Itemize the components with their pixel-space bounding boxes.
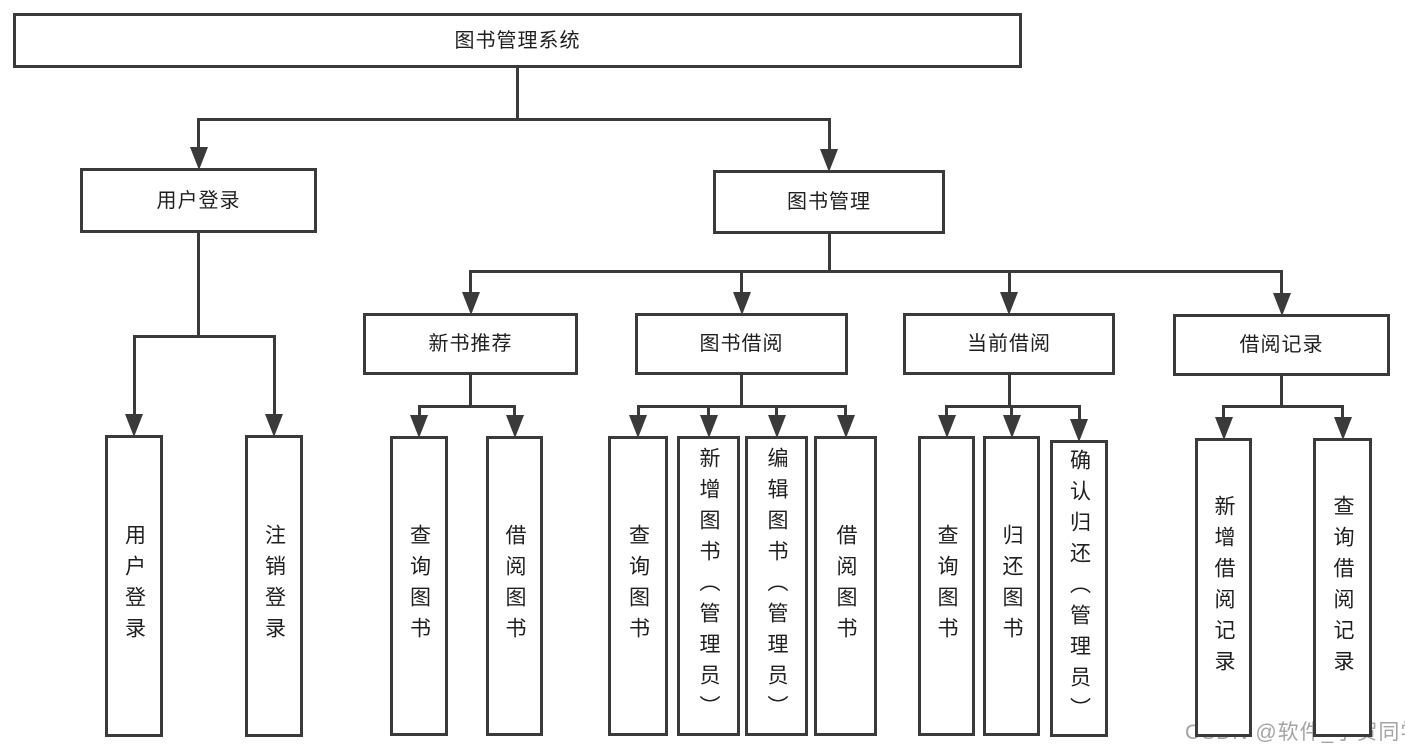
arrowhead-down-icon xyxy=(1070,419,1088,442)
connector-drop xyxy=(469,270,472,307)
node-label: 查询借阅记录 xyxy=(1331,494,1354,681)
arrowhead-down-icon xyxy=(937,415,956,438)
node-label: 新书推荐 xyxy=(428,333,513,355)
connector-drop xyxy=(1280,270,1283,308)
arrowhead-down-icon xyxy=(1000,292,1018,315)
node-label: 图书管理 xyxy=(787,191,871,213)
node-borrow_edit: 编辑图书（管理员） xyxy=(745,436,808,736)
node-label: 归还图书 xyxy=(1000,524,1023,648)
arrowhead-down-icon xyxy=(189,147,208,170)
connector-bus xyxy=(469,270,1283,273)
connector-bus xyxy=(636,405,847,408)
connector-bus xyxy=(1222,405,1344,408)
node-record_query: 查询借阅记录 xyxy=(1313,438,1372,737)
node-current_return: 归还图书 xyxy=(983,436,1040,736)
arrowhead-down-icon xyxy=(732,292,751,315)
connector-drop xyxy=(740,270,743,307)
arrowhead-down-icon xyxy=(125,414,143,437)
node-label: 新增借阅记录 xyxy=(1212,494,1235,681)
node-current_confirm: 确认归还（管理员） xyxy=(1050,440,1108,737)
node-login: 用户登录 xyxy=(80,168,317,233)
node-label: 当前借阅 xyxy=(967,333,1051,355)
connector-drop xyxy=(132,335,136,429)
connector-bus xyxy=(197,118,831,121)
node-label: 借阅图书 xyxy=(503,524,526,648)
node-label: 查询图书 xyxy=(935,524,958,648)
arrowhead-down-icon xyxy=(265,414,283,437)
connector-drop xyxy=(272,335,276,429)
node-label: 用户登录 xyxy=(122,524,146,648)
node-borrow: 图书借阅 xyxy=(635,313,848,375)
node-login_user: 用户登录 xyxy=(105,435,163,737)
connector-drop xyxy=(1007,270,1011,307)
node-label: 查询图书 xyxy=(407,524,431,648)
node-label: 注销登录 xyxy=(262,524,286,648)
node-current: 当前借阅 xyxy=(903,313,1115,375)
connector-stem xyxy=(469,375,472,408)
node-recommend_borrow: 借阅图书 xyxy=(486,436,543,736)
node-borrow_query: 查询图书 xyxy=(608,436,668,736)
connector-stem xyxy=(827,234,831,273)
arrowhead-down-icon xyxy=(1214,417,1233,440)
arrowhead-down-icon xyxy=(820,149,838,172)
arrowhead-down-icon xyxy=(1272,293,1291,316)
node-record: 借阅记录 xyxy=(1173,314,1390,376)
node-label: 用户登录 xyxy=(156,189,241,212)
node-label: 编辑图书（管理员） xyxy=(765,446,788,726)
node-borrow_add: 新增图书（管理员） xyxy=(677,436,740,736)
node-label: 借阅图书 xyxy=(834,524,857,648)
node-mgmt: 图书管理 xyxy=(713,170,945,234)
arrowhead-down-icon xyxy=(410,415,428,438)
connector-stem xyxy=(1280,376,1283,408)
node-label: 确认归还（管理员） xyxy=(1067,449,1091,728)
node-root: 图书管理系统 xyxy=(13,13,1022,68)
connector-stem xyxy=(740,375,743,408)
node-borrow_do: 借阅图书 xyxy=(814,436,877,736)
node-label: 新增图书（管理员） xyxy=(697,446,720,726)
arrowhead-down-icon xyxy=(836,415,855,438)
arrowhead-down-icon xyxy=(461,292,480,315)
arrowhead-down-icon xyxy=(1002,415,1021,438)
node-current_query: 查询图书 xyxy=(918,436,975,736)
arrowhead-down-icon xyxy=(1333,417,1352,440)
connector-drop xyxy=(197,118,200,162)
connector-bus xyxy=(132,335,276,338)
node-label: 图书管理系统 xyxy=(454,29,581,52)
connector-stem xyxy=(516,68,519,121)
arrowhead-down-icon xyxy=(629,415,647,438)
node-recommend_query: 查询图书 xyxy=(390,436,448,736)
arrowhead-down-icon xyxy=(505,415,524,438)
node-login_logout: 注销登录 xyxy=(245,435,303,737)
node-label: 图书借阅 xyxy=(699,333,784,355)
connector-drop xyxy=(827,118,831,164)
arrowhead-down-icon xyxy=(767,415,786,438)
connector-stem xyxy=(197,233,200,338)
connector-stem xyxy=(1007,375,1011,408)
connector-bus xyxy=(417,405,516,408)
node-recommend: 新书推荐 xyxy=(363,313,578,375)
arrowhead-down-icon xyxy=(699,415,718,438)
node-label: 借阅记录 xyxy=(1239,334,1324,356)
node-record_add: 新增借阅记录 xyxy=(1195,438,1252,737)
node-label: 查询图书 xyxy=(626,524,650,648)
